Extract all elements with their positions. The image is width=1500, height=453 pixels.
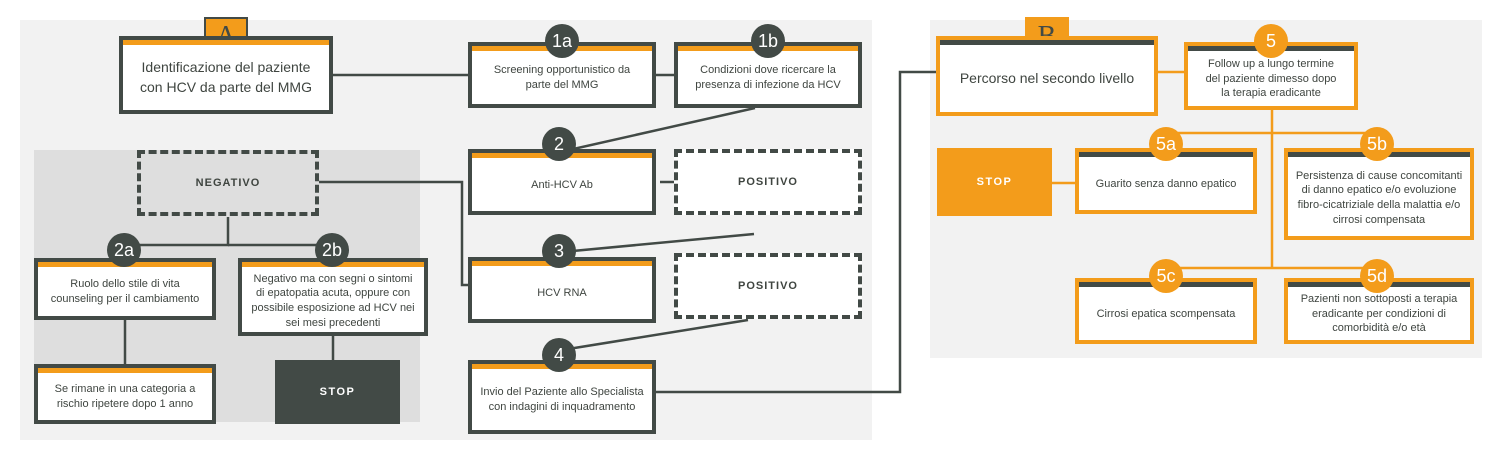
stop-b-box: STOP [937, 148, 1052, 216]
step-2b-box: Negativo ma con segni o sintomi di epato… [238, 258, 428, 336]
step-5a-badge: 5a [1149, 127, 1183, 161]
step-2a-badge: 2a [107, 233, 141, 267]
step-5c-badge: 5c [1149, 259, 1183, 293]
step-5-badge: 5 [1254, 24, 1288, 58]
step-5b-box: Persistenza di cause concomitanti di dan… [1284, 148, 1474, 240]
step-4-badge: 4 [542, 338, 576, 372]
step-2a-box: Ruolo dello stile di vita counseling per… [34, 258, 216, 320]
step-2-badge: 2 [542, 127, 576, 161]
step-1a-badge: 1a [545, 24, 579, 58]
second-level-box: Percorso nel secondo livello [936, 36, 1158, 116]
patient-identification-box: Identificazione del paziente con HCV da … [119, 36, 333, 114]
step-2-positive-box: POSITIVO [674, 149, 862, 215]
step-2a-followup-box: Se rimane in una categoria a rischio rip… [34, 364, 216, 424]
negative-box: NEGATIVO [137, 150, 319, 216]
stop-a-box: STOP [275, 360, 400, 424]
step-2b-badge: 2b [315, 233, 349, 267]
step-3-badge: 3 [542, 234, 576, 268]
step-3-positive-box: POSITIVO [674, 253, 862, 319]
step-5b-badge: 5b [1360, 127, 1394, 161]
step-5d-badge: 5d [1360, 259, 1394, 293]
step-1b-badge: 1b [751, 24, 785, 58]
